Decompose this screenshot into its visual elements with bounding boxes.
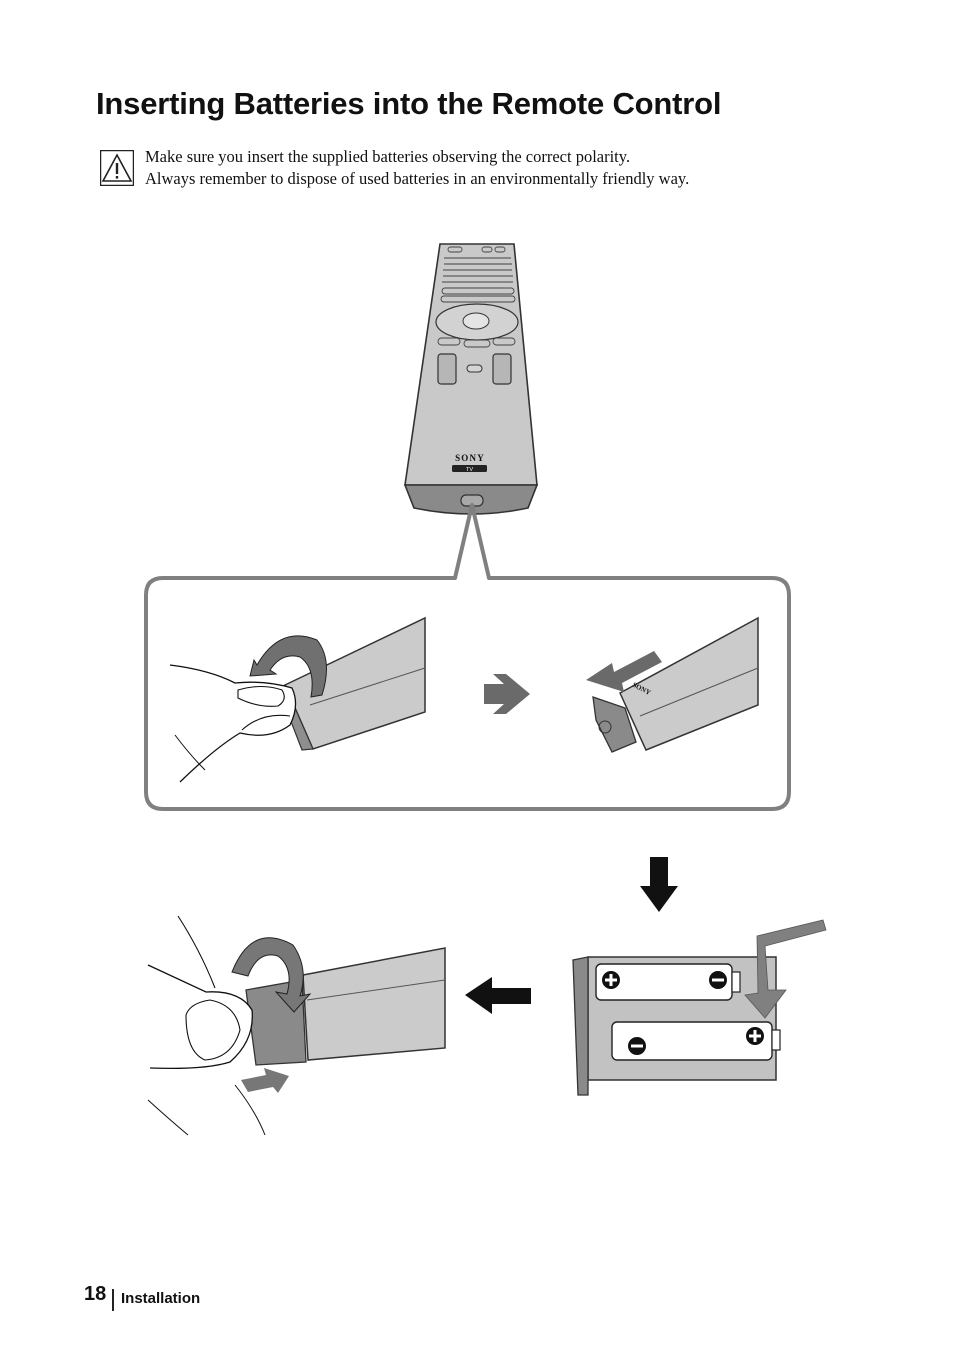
- remote-volume-rocker: [437, 353, 457, 385]
- positive-terminal-icon: [746, 1027, 764, 1045]
- insert-arrow-icon: [744, 919, 827, 1019]
- battery-compartment: [572, 919, 827, 1096]
- step-remove-cover: SONY: [586, 616, 759, 753]
- hand-thumb-illustration: [169, 664, 297, 783]
- remote-control: SONY TV: [403, 243, 539, 515]
- left-arrow-icon: [465, 977, 531, 1014]
- caution-line-1: Make sure you insert the supplied batter…: [145, 147, 631, 166]
- warning-triangle-icon: [100, 150, 134, 186]
- negative-terminal-icon: [628, 1037, 646, 1055]
- push-arrow-icon: [241, 1068, 289, 1093]
- callout-frame: [144, 503, 791, 811]
- down-arrow-icon: [640, 857, 678, 912]
- remote-ok-button: [462, 312, 490, 330]
- remote-button-rows: [440, 246, 516, 303]
- slide-left-arrow-icon: [586, 651, 662, 692]
- step-close-cover: [147, 915, 446, 1136]
- page-number: 18: [84, 1283, 107, 1305]
- footer-divider: [112, 1289, 114, 1311]
- remote-brand-label: SONY: [455, 453, 485, 463]
- next-step-arrow-icon: [484, 674, 530, 714]
- rotate-arrow-icon: [249, 635, 327, 698]
- negative-terminal-icon: [709, 971, 727, 989]
- section-label: Installation: [121, 1290, 201, 1307]
- remote-tv-badge: TV: [466, 467, 473, 473]
- caution-line-2: Always remember to dispose of used batte…: [145, 169, 690, 188]
- page-title: Inserting Batteries into the Remote Cont…: [96, 86, 722, 121]
- step-open-cover: [169, 616, 426, 783]
- remote-mute-button: [466, 364, 483, 373]
- positive-terminal-icon: [602, 971, 620, 989]
- rotate-arrow-icon: [231, 937, 312, 1013]
- caution-text: Make sure you insert the supplied batter…: [145, 146, 865, 190]
- remote-channel-rocker: [492, 353, 512, 385]
